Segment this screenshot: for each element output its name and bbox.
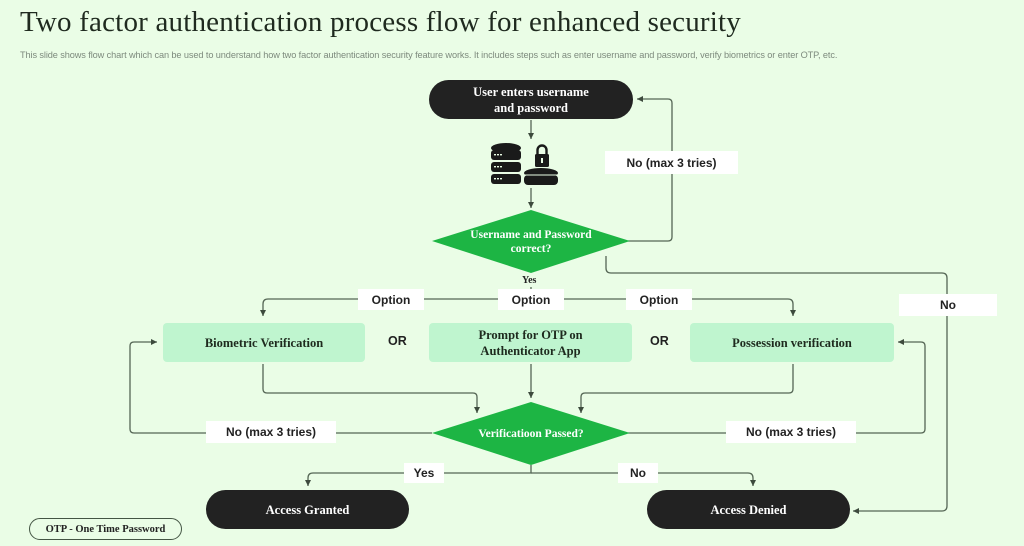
- label-yes: Yes: [404, 463, 444, 483]
- edge-decision2-retry-left: [129, 339, 432, 434]
- decision-diamond-verification: [432, 402, 630, 465]
- label-retry-right: No (max 3 tries): [726, 421, 856, 443]
- edge-decision2-retry-right: [628, 339, 926, 434]
- label-retry-login: No (max 3 tries): [605, 151, 738, 174]
- decision-credentials-yes-label: Yes: [522, 275, 537, 286]
- label-option-left: Option: [358, 289, 424, 310]
- edge-biometric-to-decision2: [262, 364, 480, 413]
- access-denied-node: Access Denied: [647, 490, 850, 529]
- or-label-left: OR: [388, 334, 407, 348]
- label-option-center: Option: [498, 289, 564, 310]
- start-node: User enters username and password: [429, 80, 633, 119]
- decision-credentials-text: Username and Password correct?: [470, 229, 592, 255]
- page-title: Two factor authentication process flow f…: [20, 6, 741, 38]
- edge-decision2-no: [531, 472, 756, 486]
- edge-option-left: [260, 298, 358, 316]
- access-granted-node: Access Granted: [206, 490, 409, 529]
- label-no: No: [618, 463, 658, 483]
- possession-verification-box: Possession verification: [690, 323, 894, 362]
- page-subtitle: This slide shows flow chart which can be…: [20, 50, 838, 60]
- biometric-verification-box: Biometric Verification: [163, 323, 365, 362]
- edge-option-right: [690, 298, 796, 316]
- label-no-denied: No: [899, 294, 997, 316]
- decision-diamond-credentials: [432, 210, 630, 273]
- label-retry-left: No (max 3 tries): [206, 421, 336, 443]
- decision-verification-text: Verificatioon Passed?: [478, 428, 584, 440]
- edge-decision1-no-denied: [605, 256, 948, 514]
- edge-possession-to-decision2: [578, 364, 794, 413]
- or-label-right: OR: [650, 334, 669, 348]
- otp-prompt-box: Prompt for OTP on Authenticator App: [429, 323, 632, 362]
- otp-legend: OTP - One Time Password: [29, 518, 182, 540]
- database-lock-icon: [491, 143, 558, 185]
- edge-decision2-yes: [305, 465, 532, 486]
- label-option-right: Option: [626, 289, 692, 310]
